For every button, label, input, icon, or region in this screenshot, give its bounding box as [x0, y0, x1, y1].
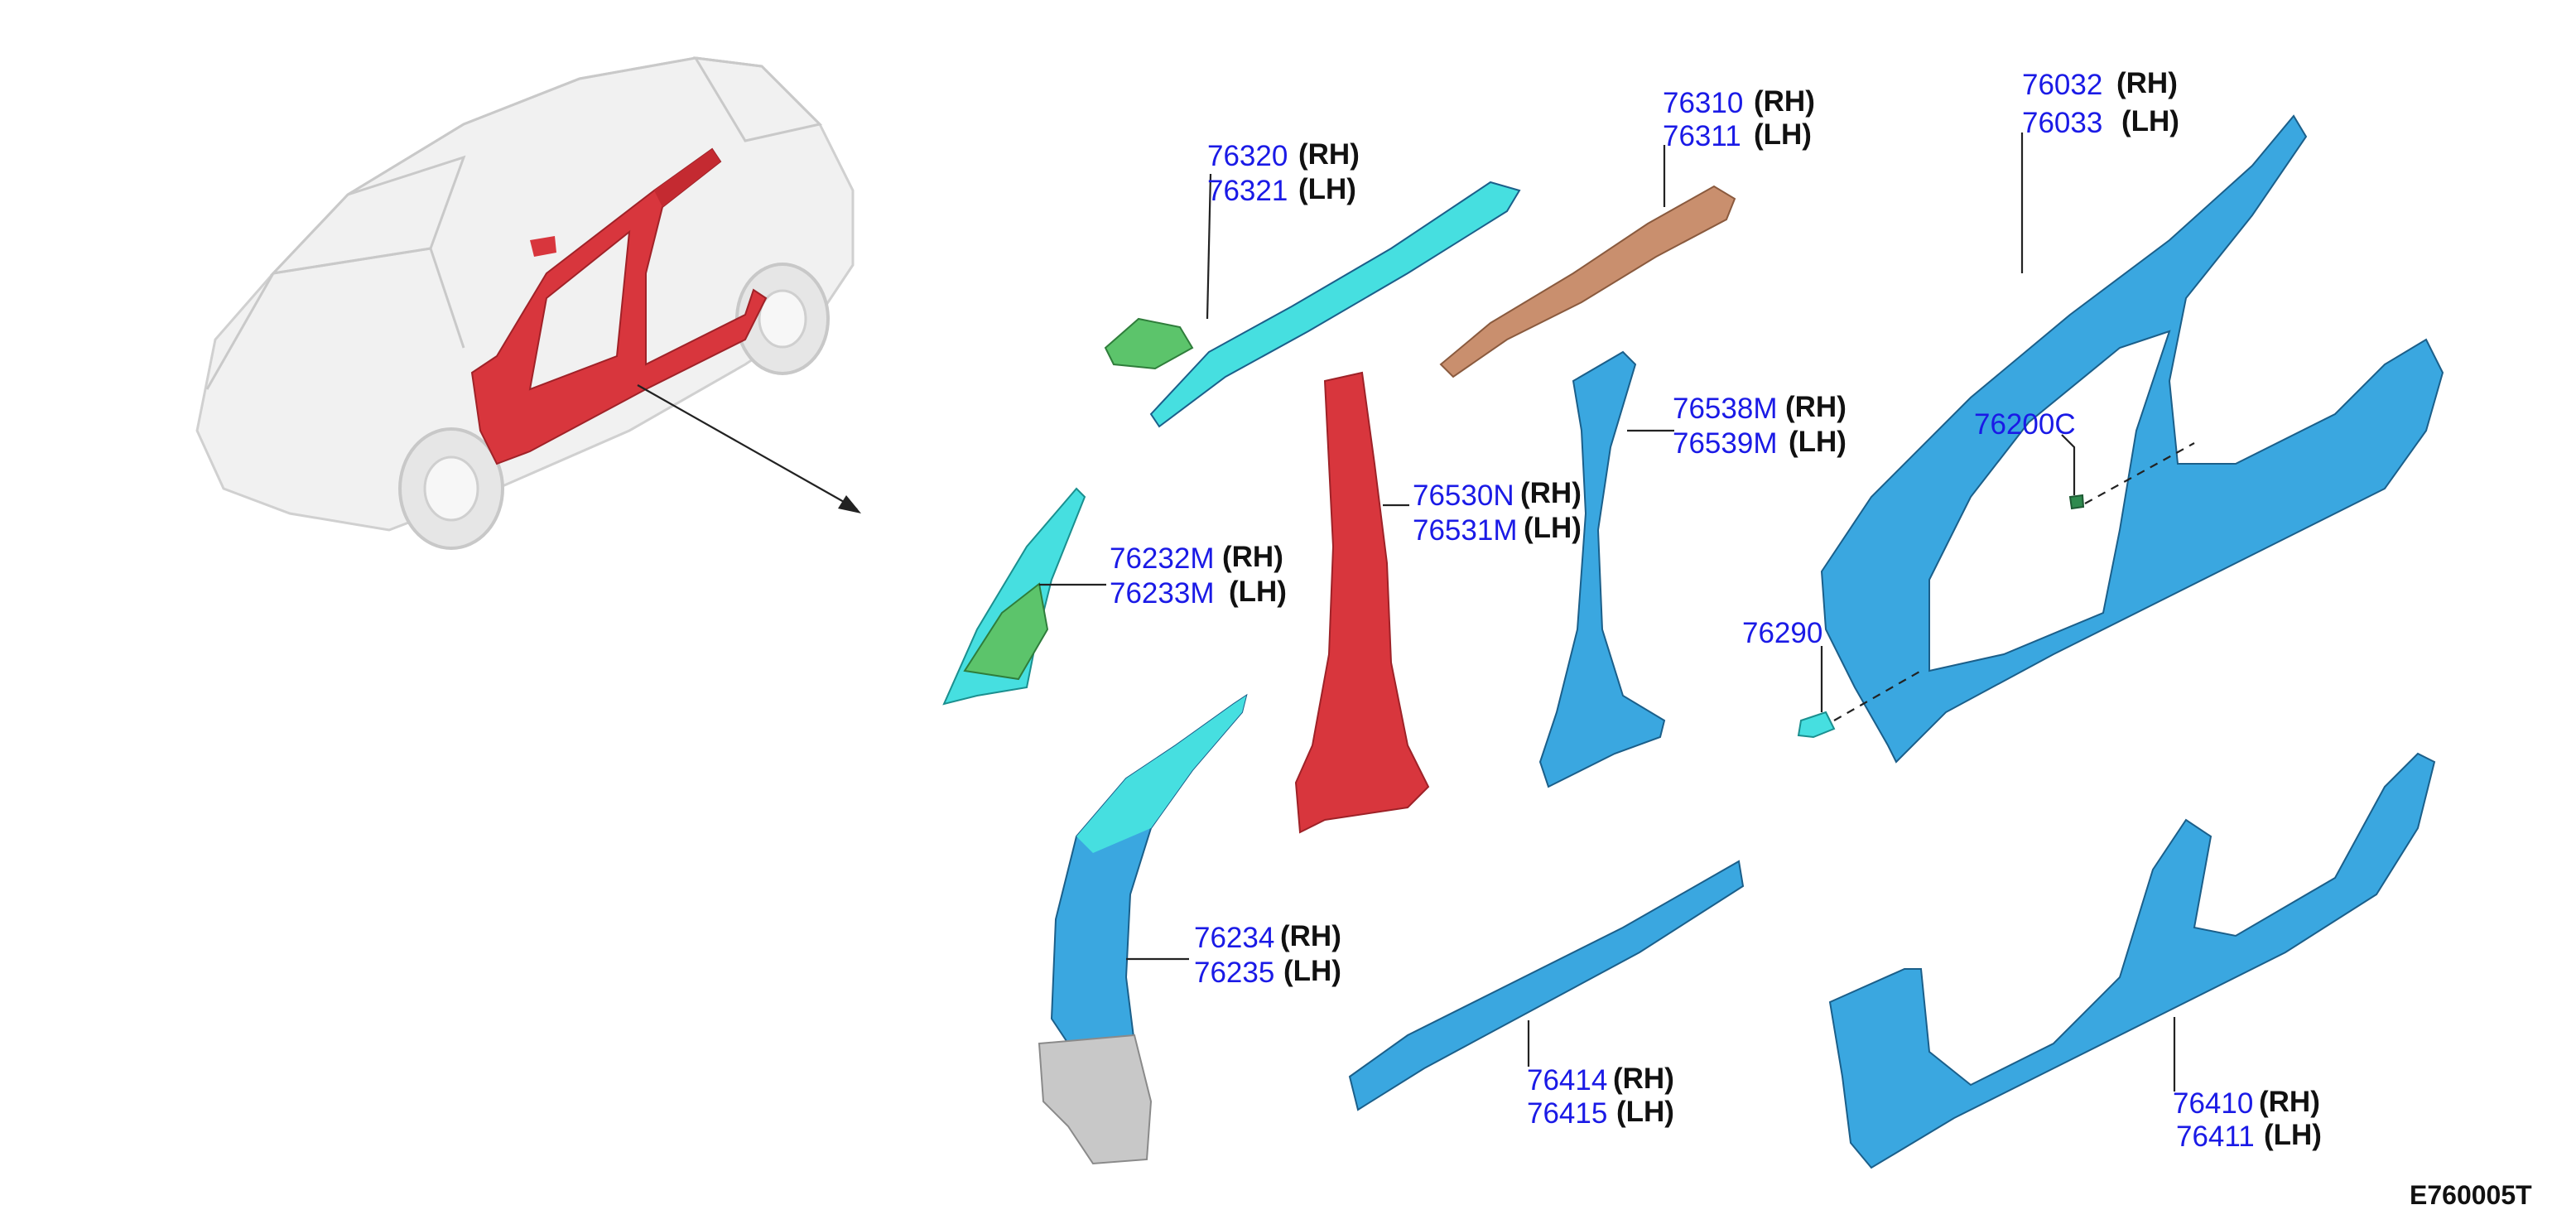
callout-76032-rh-tag: (RH) — [2116, 67, 2178, 99]
callout-76415-lh-number: 76415 — [1527, 1097, 1607, 1130]
callout-76033-lh-tag: (LH) — [2121, 105, 2179, 137]
callout-76411-lh-tag: (LH) — [2264, 1119, 2322, 1151]
leader-76320 — [1206, 173, 1212, 320]
reference-car-illustration — [195, 56, 861, 550]
part-roof-rail-inner — [1439, 185, 1736, 378]
part-bracket-76290 — [1797, 711, 1836, 739]
callout-76531m-lh-number: 76531M — [1413, 514, 1517, 547]
part-a-pillar-lower — [1050, 693, 1248, 1044]
callout-76311-lh-tag: (LH) — [1754, 118, 1812, 151]
callout-76235-lh-number: 76235 — [1194, 957, 1274, 989]
callout-labels: 76320 (RH) 76321 (LH) 76310 (RH) 76311 (… — [1110, 67, 2532, 1210]
part-b-pillar-reinf — [1538, 350, 1666, 788]
figure-code: E760005T — [2410, 1180, 2532, 1210]
callout-76411-lh-number: 76411 — [2176, 1121, 2255, 1153]
callout-76530n-rh-tag: (RH) — [1520, 477, 1582, 509]
callout-76310-rh-tag: (RH) — [1754, 85, 1815, 118]
part-roof-rail-outer — [1149, 181, 1521, 428]
callout-76033-lh-number: 76033 — [2022, 107, 2102, 139]
callout-76290-number: 76290 — [1742, 617, 1822, 649]
car-rear-window — [693, 56, 822, 142]
car-hood-line — [205, 247, 465, 390]
part-a-pillar-lower-foot — [1038, 1034, 1153, 1165]
callout-76234-rh-tag: (RH) — [1280, 920, 1341, 952]
callout-76530n-rh-number: 76530N — [1413, 480, 1514, 512]
callout-76539m-lh-tag: (LH) — [1789, 426, 1847, 458]
callout-76415-lh-tag: (LH) — [1616, 1096, 1674, 1128]
part-a-pillar-lower-upper-cyan — [1076, 696, 1246, 853]
part-clip-76200c — [2068, 494, 2085, 510]
parts-group — [942, 114, 2444, 1169]
part-a-pillar-upper-reinf — [963, 582, 1049, 681]
front-wheel-hub — [423, 455, 479, 522]
callout-76310-rh-number: 76310 — [1663, 87, 1743, 119]
dashed-line-76290 — [1833, 670, 1922, 721]
highlighted-body-side-frame — [470, 147, 768, 465]
callout-76235-lh-tag: (LH) — [1283, 955, 1341, 987]
part-sill-outer — [1828, 752, 2436, 1169]
callout-76414-rh-number: 76414 — [1527, 1064, 1607, 1096]
callout-76321-lh-tag: (LH) — [1298, 173, 1356, 205]
reference-arrow-line — [637, 384, 858, 510]
callout-76531m-lh-tag: (LH) — [1524, 512, 1582, 544]
leader-76200c — [2061, 434, 2076, 495]
dashed-line-76200c — [2084, 442, 2195, 504]
callout-76234-rh-number: 76234 — [1194, 922, 1274, 954]
callout-76200c-number: 76200C — [1974, 408, 2076, 441]
part-body-side-outer — [1820, 114, 2444, 764]
callout-76032-rh-number: 76032 — [2022, 69, 2102, 101]
highlighted-roof-rail — [654, 149, 720, 207]
callout-76414-rh-tag: (RH) — [1613, 1063, 1674, 1095]
callout-76538m-rh-number: 76538M — [1673, 393, 1777, 425]
callout-76233m-lh-tag: (LH) — [1229, 576, 1287, 608]
callout-76233m-lh-number: 76233M — [1110, 577, 1214, 610]
callout-76232m-rh-tag: (RH) — [1222, 541, 1283, 573]
reference-arrow-head — [838, 495, 861, 513]
callout-76538m-rh-tag: (RH) — [1785, 391, 1847, 423]
callout-76320-rh-tag: (RH) — [1298, 138, 1360, 171]
callout-76320-rh-number: 76320 — [1207, 140, 1288, 172]
callout-76311-lh-number: 76311 — [1663, 120, 1741, 152]
callout-76321-lh-number: 76321 — [1207, 175, 1288, 207]
part-b-pillar-inner — [1294, 371, 1430, 834]
callout-76410-rh-tag: (RH) — [2259, 1086, 2320, 1118]
callout-76410-rh-number: 76410 — [2173, 1087, 2253, 1120]
callout-76232m-rh-number: 76232M — [1110, 542, 1214, 575]
callout-76539m-lh-number: 76539M — [1673, 427, 1777, 460]
rear-wheel-hub — [758, 289, 807, 349]
part-sill-inner — [1348, 860, 1745, 1111]
highlighted-pillar-stub — [530, 236, 556, 257]
leader-lines — [1039, 133, 2195, 1092]
part-roof-rail-bracket — [1104, 317, 1194, 370]
